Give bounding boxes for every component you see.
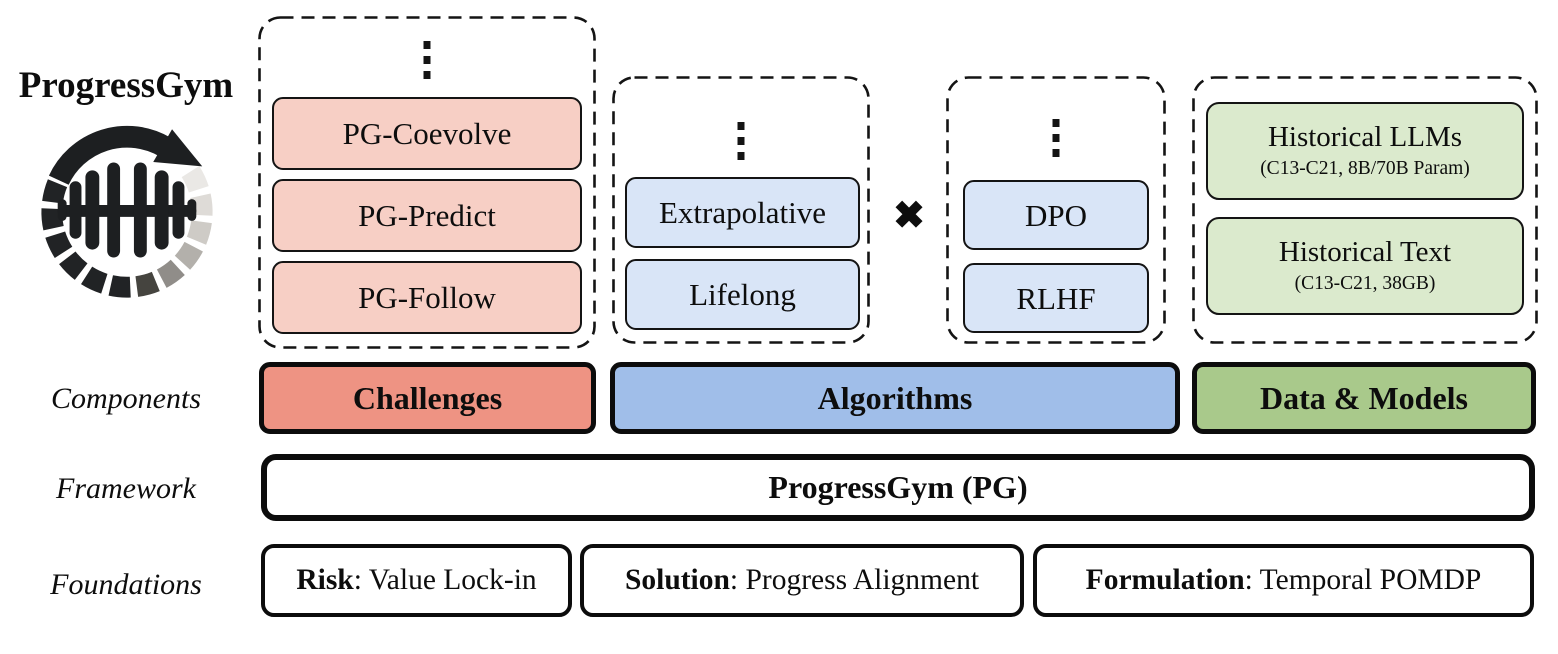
framework-label: ProgressGym (PG) — [768, 469, 1028, 505]
vertical-ellipsis-icon — [737, 122, 745, 160]
card-title: Historical LLMs — [1267, 121, 1463, 154]
card-subtitle: (C13-C21, 38GB) — [1294, 273, 1436, 295]
vertical-ellipsis-icon — [1052, 119, 1060, 157]
pill-label: PG-Predict — [358, 198, 496, 233]
foundation-risk-box: Risk: Value Lock-in — [261, 544, 572, 617]
foundation-term: Formulation — [1085, 564, 1245, 596]
algorithm-method-rlhf: RLHF — [963, 263, 1149, 333]
foundation-desc: : Value Lock-in — [353, 564, 537, 596]
pill-label: PG-Coevolve — [342, 116, 512, 151]
cross-multiply-icon: ✖ — [893, 194, 925, 237]
pill-label: RLHF — [1016, 280, 1096, 316]
progressgym-logo-icon — [41, 125, 213, 298]
component-label: Algorithms — [817, 379, 973, 416]
component-data-models: Data & Models — [1192, 362, 1536, 434]
vertical-ellipsis-icon — [423, 41, 431, 79]
components-row-label: Components — [51, 382, 201, 415]
pill-label: DPO — [1024, 197, 1087, 233]
component-label: Data & Models — [1260, 379, 1468, 416]
logo-progress-ring — [41, 165, 213, 298]
challenges-group-box: PG-Coevolve PG-Predict PG-Follow — [258, 16, 596, 349]
foundation-term: Solution — [624, 564, 730, 596]
dumbbell-icon — [57, 162, 197, 258]
pill-label: Extrapolative — [659, 195, 826, 230]
challenge-pg-predict: PG-Predict — [272, 179, 582, 252]
foundation-formulation-box: Formulation: Temporal POMDP — [1033, 544, 1534, 617]
framework-box: ProgressGym (PG) — [261, 454, 1535, 521]
foundation-solution-box: Solution: Progress Alignment — [580, 544, 1024, 617]
foundation-term: Risk — [296, 564, 354, 596]
historical-text-card: Historical Text (C13-C21, 38GB) — [1206, 217, 1524, 315]
component-label: Challenges — [352, 379, 503, 416]
challenge-pg-coevolve: PG-Coevolve — [272, 97, 582, 170]
card-title: Historical Text — [1278, 236, 1452, 269]
foundation-desc: : Progress Alignment — [729, 564, 980, 596]
card-subtitle: (C13-C21, 8B/70B Param) — [1260, 158, 1470, 180]
logo-arrow-icon — [48, 125, 203, 186]
data-models-group-box: Historical LLMs (C13-C21, 8B/70B Param) … — [1192, 76, 1538, 344]
pill-label: Lifelong — [689, 277, 796, 312]
foundations-row-label: Foundations — [50, 568, 202, 601]
algorithm-type-lifelong: Lifelong — [625, 259, 860, 330]
component-challenges: Challenges — [259, 362, 596, 434]
algorithm-methods-group-box: DPO RLHF — [946, 76, 1166, 344]
component-algorithms: Algorithms — [610, 362, 1180, 434]
page-title: ProgressGym — [18, 65, 234, 106]
pill-label: PG-Follow — [358, 280, 496, 315]
historical-llms-card: Historical LLMs (C13-C21, 8B/70B Param) — [1206, 102, 1524, 200]
foundation-desc: : Temporal POMDP — [1244, 564, 1482, 596]
algorithm-type-extrapolative: Extrapolative — [625, 177, 860, 248]
challenge-pg-follow: PG-Follow — [272, 261, 582, 334]
framework-row-label: Framework — [56, 472, 196, 505]
algorithm-method-dpo: DPO — [963, 180, 1149, 250]
algorithm-types-group-box: Extrapolative Lifelong — [612, 76, 870, 344]
